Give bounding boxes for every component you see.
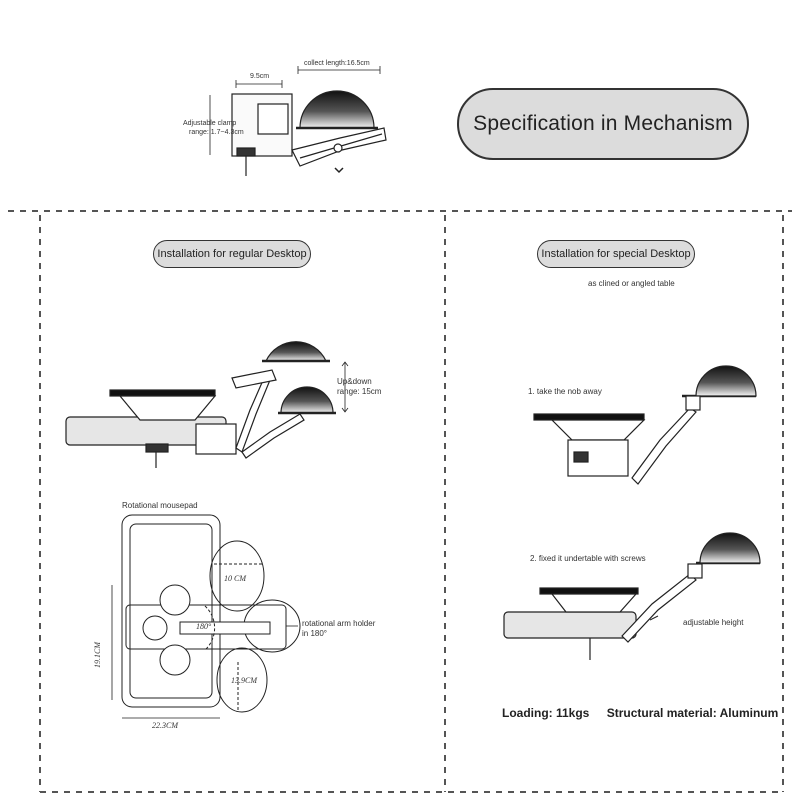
page-title: Specification in Mechanism xyxy=(457,88,749,160)
rotation-angle-label: 180° xyxy=(196,622,212,631)
step2-label: 2. fixed it undertable with screws xyxy=(530,554,646,563)
dimension-13-9cm: 13.9CM xyxy=(231,676,257,685)
spec-footer: Loading: 11kgs Structural material: Alum… xyxy=(502,706,792,720)
clamp-label-line1: Adjustable clamp xyxy=(183,120,237,127)
rotational-mousepad-title: Rotational mousepad xyxy=(122,501,198,510)
special-step1-drawing xyxy=(533,365,757,485)
section-dividers xyxy=(8,210,792,793)
dimension-width: 22.3CM xyxy=(152,721,178,730)
special-desktop-subtitle: as clined or angled table xyxy=(588,279,675,288)
clamp-label-line2: range: 1.7~4.3cm xyxy=(189,129,244,136)
rotational-holder-line2: in 180° xyxy=(302,629,327,638)
updown-label-line1: Up&down xyxy=(337,377,372,386)
depth-label: 9.5cm xyxy=(250,73,270,80)
regular-desktop-title: Installation for regular Desktop xyxy=(153,240,311,268)
regular-desktop-drawing xyxy=(65,341,349,468)
top-mechanism-drawing xyxy=(209,66,387,176)
dimension-height: 19.1CM xyxy=(93,642,102,668)
dimension-10cm: 10 CM xyxy=(224,574,246,583)
material-spec: Structural material: Aluminum xyxy=(606,706,779,720)
collect-length-label: collect length:16.5cm xyxy=(304,60,370,67)
rotational-holder-line1: rotational arm holder xyxy=(302,619,376,628)
updown-label-line2: range: 15cm xyxy=(337,387,382,396)
step1-label: 1. take the nob away xyxy=(528,387,602,396)
adjustable-height-label: adjustable height xyxy=(683,618,744,627)
special-step2-drawing xyxy=(503,532,761,660)
rotational-mousepad-drawing xyxy=(111,514,301,719)
loading-spec: Loading: 11kgs xyxy=(502,706,590,720)
special-desktop-title: Installation for special Desktop xyxy=(537,240,695,268)
